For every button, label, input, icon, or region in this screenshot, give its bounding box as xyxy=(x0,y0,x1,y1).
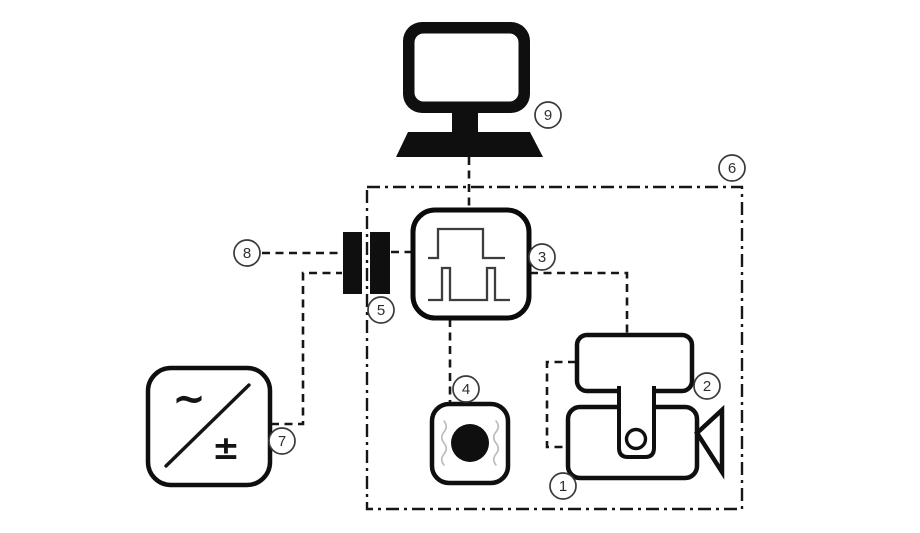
power-supply-icon: ~ ± xyxy=(145,365,273,488)
connection-flash-to-camera xyxy=(545,360,576,449)
feedthrough-outer-block xyxy=(343,232,362,294)
label-number: 2 xyxy=(703,378,711,395)
label-number: 9 xyxy=(544,107,552,124)
label-circle xyxy=(693,372,721,400)
label-4-lamp: 4 xyxy=(452,375,480,403)
label-circle xyxy=(549,472,577,500)
label-circle xyxy=(367,296,395,324)
lamp-icon xyxy=(429,401,511,486)
label-circle xyxy=(528,243,556,271)
ac-symbol: ~ xyxy=(172,376,206,422)
monitor-base xyxy=(396,132,543,157)
label-circle xyxy=(233,239,261,267)
computer-icon xyxy=(396,22,543,157)
label-number: 7 xyxy=(278,433,286,450)
label-2-flash: 2 xyxy=(693,372,721,400)
monitor-stand xyxy=(452,110,478,134)
label-circle xyxy=(452,375,480,403)
label-7-power-supply: 7 xyxy=(268,427,296,455)
double-pulse-waveform xyxy=(428,266,510,302)
lamp-bulb xyxy=(451,424,489,462)
connection-pulse-generator-to-flash xyxy=(530,271,629,333)
feedthrough-connector-icon xyxy=(343,232,390,294)
label-number: 1 xyxy=(559,478,567,495)
dc-symbol: ± xyxy=(212,428,240,467)
heat-wave-right xyxy=(492,420,500,466)
label-number: 4 xyxy=(462,381,470,398)
label-9-computer: 9 xyxy=(534,101,562,129)
monitor-screen xyxy=(414,33,519,102)
label-number: 5 xyxy=(377,302,385,319)
connection-power-supply-to-feedthrough xyxy=(271,271,342,426)
label-1-camera: 1 xyxy=(549,472,577,500)
camera-lens-dot xyxy=(624,427,648,451)
feedthrough-inner-block xyxy=(370,232,390,294)
label-circle xyxy=(534,101,562,129)
wide-pulse-waveform xyxy=(428,227,505,260)
label-circle xyxy=(268,427,296,455)
heat-wave-left xyxy=(440,420,448,466)
converter-diagonal xyxy=(164,383,251,468)
pulse-generator-box xyxy=(410,207,532,321)
enclosure-border xyxy=(365,185,744,511)
label-5-feedthrough: 5 xyxy=(367,296,395,324)
label-number: 8 xyxy=(243,245,251,262)
label-number: 3 xyxy=(538,249,546,266)
label-3-pulse-generator: 3 xyxy=(528,243,556,271)
pulse-generator-icon xyxy=(410,207,532,321)
label-circle xyxy=(718,154,746,182)
camera-lens xyxy=(694,404,725,480)
label-6-enclosure: 6 xyxy=(718,154,746,182)
flash-unit-icon xyxy=(574,332,695,394)
label-number: 6 xyxy=(728,160,736,177)
camera-icon xyxy=(565,386,725,481)
label-8-external-input: 8 xyxy=(233,239,261,267)
